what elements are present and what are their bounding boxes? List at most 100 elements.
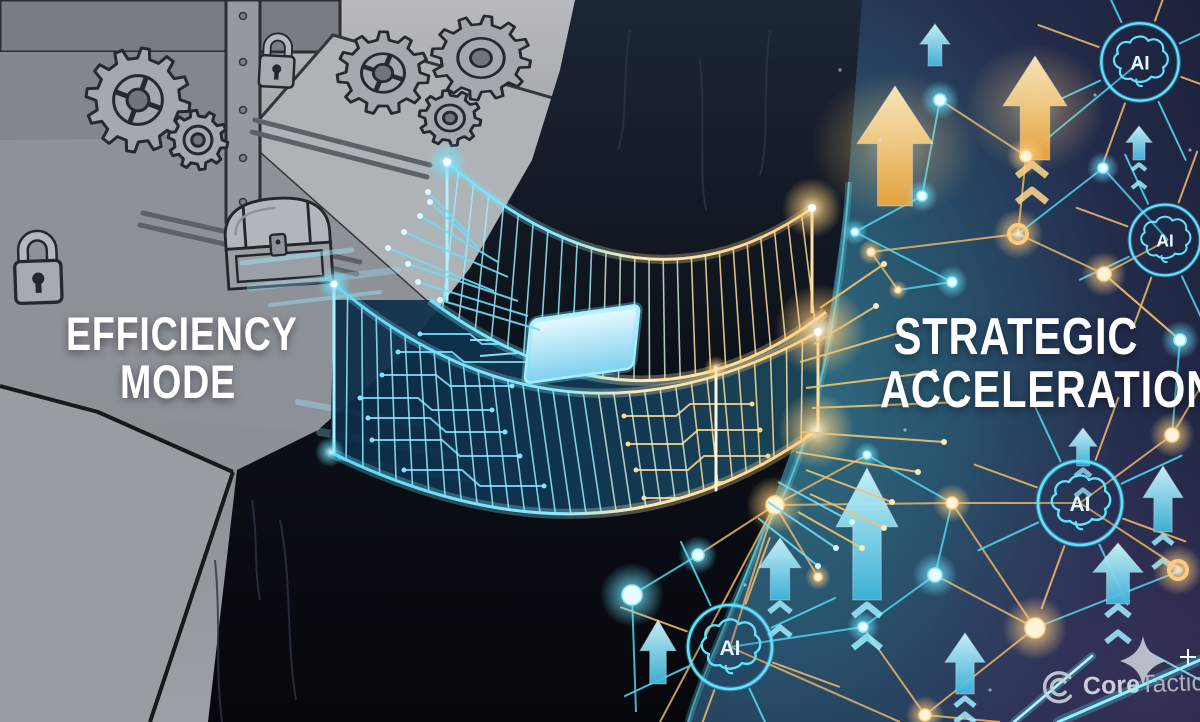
network-node: [857, 621, 869, 633]
gear-inner-ring: [434, 103, 466, 133]
cliff-ledge-edge: [0, 384, 235, 722]
spray-line: [805, 371, 935, 389]
trace-dot: [517, 453, 523, 459]
spray-dot: [873, 303, 879, 309]
suspender-cable: [567, 391, 587, 514]
cliff-ledge: [0, 386, 233, 722]
gear-hub: [442, 110, 458, 126]
brand-logo: CoreTactic: [1041, 665, 1200, 705]
spray-line: [819, 263, 885, 309]
gear-spoke: [139, 76, 149, 91]
trace-dot: [369, 437, 375, 443]
network-node: [933, 93, 947, 107]
spray-dot: [417, 213, 423, 219]
spray-dot: [405, 261, 411, 267]
suspender-cable: [760, 237, 772, 348]
left-headline-line2: MODE: [120, 354, 236, 408]
network-node: [1019, 149, 1033, 163]
gear-spoke: [127, 109, 137, 124]
spray-dot: [931, 369, 937, 375]
chevron-icon: [767, 624, 793, 639]
trace-dot: [621, 413, 627, 419]
spray-line: [809, 493, 885, 529]
ai-ray: [1109, 0, 1123, 24]
ai-brain-icon: [1038, 461, 1122, 545]
ai-ray: [1180, 275, 1200, 318]
suspender-cable: [492, 375, 510, 510]
spray-line: [429, 201, 479, 248]
trace-dot: [633, 467, 639, 473]
sparkle-dot: [1188, 148, 1192, 152]
gear-spoke: [383, 54, 393, 66]
spray-dot: [849, 519, 855, 525]
ai-ray: [1037, 24, 1100, 48]
gear-spoke: [373, 80, 383, 92]
trace-dot: [401, 467, 407, 473]
ai-ray: [977, 521, 1040, 552]
spray-dot: [833, 545, 839, 551]
spray-dot: [859, 545, 865, 551]
spray-line: [797, 511, 863, 549]
network-node: [1164, 427, 1180, 443]
suspender-cable: [389, 326, 397, 481]
chevron-icon: [1014, 186, 1050, 205]
suspender-cable: [690, 257, 697, 376]
network-node: [894, 286, 902, 294]
chevron-icon: [1130, 180, 1148, 190]
up-arrow-icon: [639, 619, 677, 685]
spray-line: [811, 401, 963, 409]
up-arrow-icon: [758, 537, 802, 601]
trace-dot: [417, 331, 423, 337]
node-halo: [992, 208, 1044, 260]
spray-line: [407, 263, 519, 302]
circuit-trace: [628, 429, 760, 445]
suspender-cable: [522, 383, 541, 514]
suspender-cable: [690, 382, 705, 491]
network-node: [813, 572, 823, 582]
gear-icon: [84, 46, 192, 154]
network-node: [927, 567, 943, 583]
suspender-cable: [662, 259, 666, 380]
suspender-cable: [674, 385, 691, 496]
column-rivets: [238, 11, 248, 207]
network-nodes: [600, 80, 1200, 722]
network-node-ring: [1007, 223, 1029, 245]
gear-icon: [417, 88, 483, 148]
up-arrow-icon: [919, 23, 951, 67]
up-arrow-icon: [944, 632, 986, 695]
sparkle-dot: [903, 428, 907, 432]
chevron-icon: [1104, 629, 1132, 645]
ai-ray: [1031, 400, 1062, 463]
gear-inner-ring: [182, 124, 214, 156]
spray-dot: [401, 229, 407, 235]
ai-brain-icon: [1101, 23, 1178, 100]
network-node: [946, 276, 958, 288]
bridge-end-glows: [315, 142, 866, 468]
trace-dot: [625, 441, 631, 447]
spray-line: [813, 305, 877, 345]
trace-dot: [749, 401, 755, 407]
suspender-cable: [732, 248, 742, 362]
ai-ray: [1124, 153, 1150, 205]
spray-dot: [941, 439, 947, 445]
gear-icon: [166, 108, 230, 172]
ai-rays: [619, 0, 1200, 722]
spray-dot: [959, 399, 965, 405]
suspender-cable: [628, 392, 647, 507]
cpu-chip: [521, 301, 643, 387]
sparkle-dots: [743, 68, 1192, 692]
gear-spoke: [147, 101, 162, 111]
treasure-chest-icon: [221, 193, 335, 291]
ai-ray: [1154, 0, 1164, 22]
circuit-trace: [398, 351, 530, 363]
network-node: [916, 190, 928, 202]
gear-hub: [125, 87, 151, 113]
chevron-icon: [953, 695, 977, 709]
network-node: [945, 496, 959, 510]
suspender-cable: [433, 351, 446, 497]
node-halo: [1152, 544, 1200, 596]
suspender-cable: [737, 368, 747, 473]
ai-ray: [1177, 150, 1199, 204]
gear-inner-ring: [112, 74, 164, 126]
network-node-ring: [1167, 559, 1189, 581]
